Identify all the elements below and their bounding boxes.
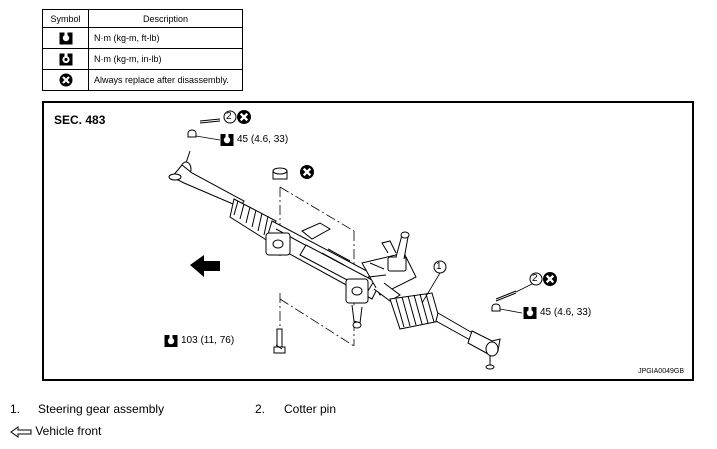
diagram-drawing — [164, 108, 559, 370]
symbol-cell — [42, 69, 89, 91]
replace-part-icon — [59, 73, 72, 87]
right-tie-rod-end — [435, 312, 501, 370]
symbol-row: Always replace after disassembly. — [42, 69, 243, 91]
torque-value-top: 45 (4.6, 33) — [237, 134, 289, 145]
symbol-header: Symbol — [42, 9, 89, 28]
left-tie-rod-end — [168, 150, 245, 208]
legend-item-2-text: Cotter pin — [284, 402, 337, 416]
vehicle-front-arrow — [190, 255, 220, 277]
cotter-pin-right — [495, 290, 517, 302]
replace-part-icon — [235, 108, 253, 126]
torque-wrench-icon — [220, 134, 234, 146]
mounting-bolt — [273, 328, 286, 354]
steering-gear-diagram: SEC. 483 2 2 1 45 (4.6, 33) 45 (4.6, 33)… — [42, 101, 694, 381]
leader-lines — [195, 116, 535, 350]
lock-nut-top — [187, 129, 197, 138]
replace-part-icon — [298, 163, 316, 181]
replace-part-icon — [541, 270, 559, 288]
symbol-row: N·m (kg-m, in-lb) — [42, 48, 243, 70]
torque-wrench-icon — [164, 335, 178, 347]
legend-item-1-text: Steering gear assembly — [38, 402, 165, 416]
cotter-pin-top — [199, 118, 221, 124]
symbol-row: N·m (kg-m, ft-lb) — [42, 27, 243, 49]
description-cell: Always replace after disassembly. — [88, 69, 243, 91]
description-header: Description — [88, 9, 243, 28]
torque-wrench-inlb-icon — [59, 53, 72, 65]
torque-value-bolt: 103 (11, 76) — [181, 335, 235, 346]
mounting-nut — [272, 167, 288, 180]
vehicle-front-label: Vehicle front — [35, 424, 102, 438]
symbol-cell — [42, 48, 89, 70]
description-cell: N·m (kg-m, in-lb) — [88, 48, 243, 70]
torque-wrench-icon — [523, 307, 537, 319]
callout-circle-2-top — [223, 110, 237, 124]
pinion-valve-housing — [345, 231, 417, 329]
right-boot — [389, 292, 441, 330]
symbol-table-header: Symbol Description — [42, 9, 243, 28]
symbol-cell — [42, 27, 89, 49]
lock-nut-right — [491, 303, 501, 312]
callout-number-cotter-right: 2 — [532, 273, 538, 284]
vehicle-front-note: Vehicle front — [10, 424, 101, 438]
torque-value-right: 45 (4.6, 33) — [540, 307, 592, 318]
symbol-table: Symbol Description N·m (kg-m, ft-lb) N·m… — [42, 9, 243, 91]
callout-number-gear-assembly: 1 — [436, 261, 442, 272]
description-cell: N·m (kg-m, ft-lb) — [88, 27, 243, 49]
callout-number-cotter-top: 2 — [226, 111, 232, 122]
section-label: SEC. 483 — [54, 113, 106, 127]
figure-code: JPGIA0049GB — [638, 368, 684, 375]
vehicle-front-outline-arrow-icon — [10, 425, 32, 438]
legend-item-2-number: 2. — [255, 402, 266, 416]
callout-circle-1 — [433, 260, 447, 274]
legend-item-1-number: 1. — [10, 402, 21, 416]
torque-wrench-icon — [59, 32, 72, 44]
callout-circle-2-right — [529, 272, 543, 286]
